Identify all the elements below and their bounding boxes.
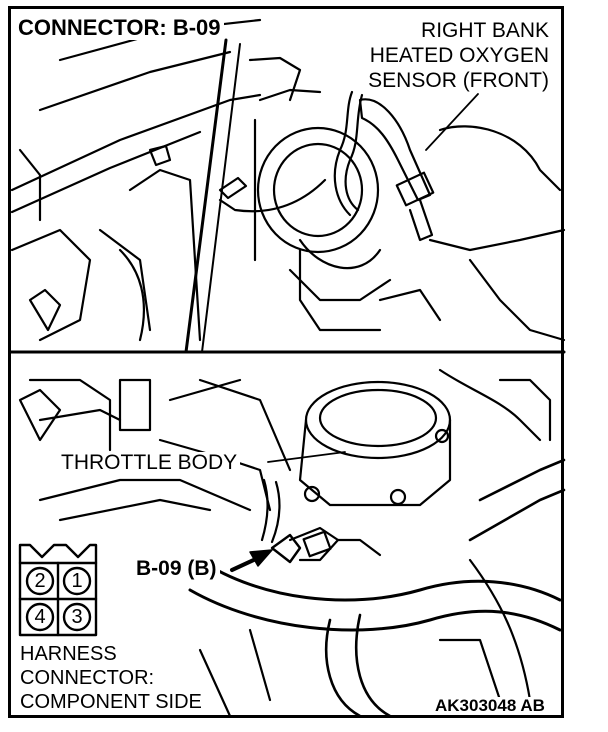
figure-frame [8,6,564,718]
harness-label-line-1: HARNESS [18,643,119,665]
connector-pin-2: 2 [34,570,46,592]
sensor-label-line-2: HEATED OXYGEN [366,45,552,66]
sensor-label-line-1: RIGHT BANK [418,20,552,41]
connector-pin-4: 4 [34,606,46,628]
connector-pin-3: 3 [71,606,83,628]
harness-label-line-3: COMPONENT SIDE [18,691,204,713]
connector-title: CONNECTOR: B-09 [15,16,224,40]
lower-engine-view [18,368,566,718]
sensor-label-line-3: SENSOR (FRONT) [365,70,552,91]
connector-location-label: B-09 (B) [133,558,220,579]
connector-pin-1: 1 [71,570,83,592]
throttle-body-label: THROTTLE BODY [58,452,241,473]
upper-engine-view [8,18,566,354]
harness-connector-symbol [18,543,98,637]
harness-label-line-2: CONNECTOR: [18,667,157,689]
figure-code: AK303048 AB [432,697,548,714]
